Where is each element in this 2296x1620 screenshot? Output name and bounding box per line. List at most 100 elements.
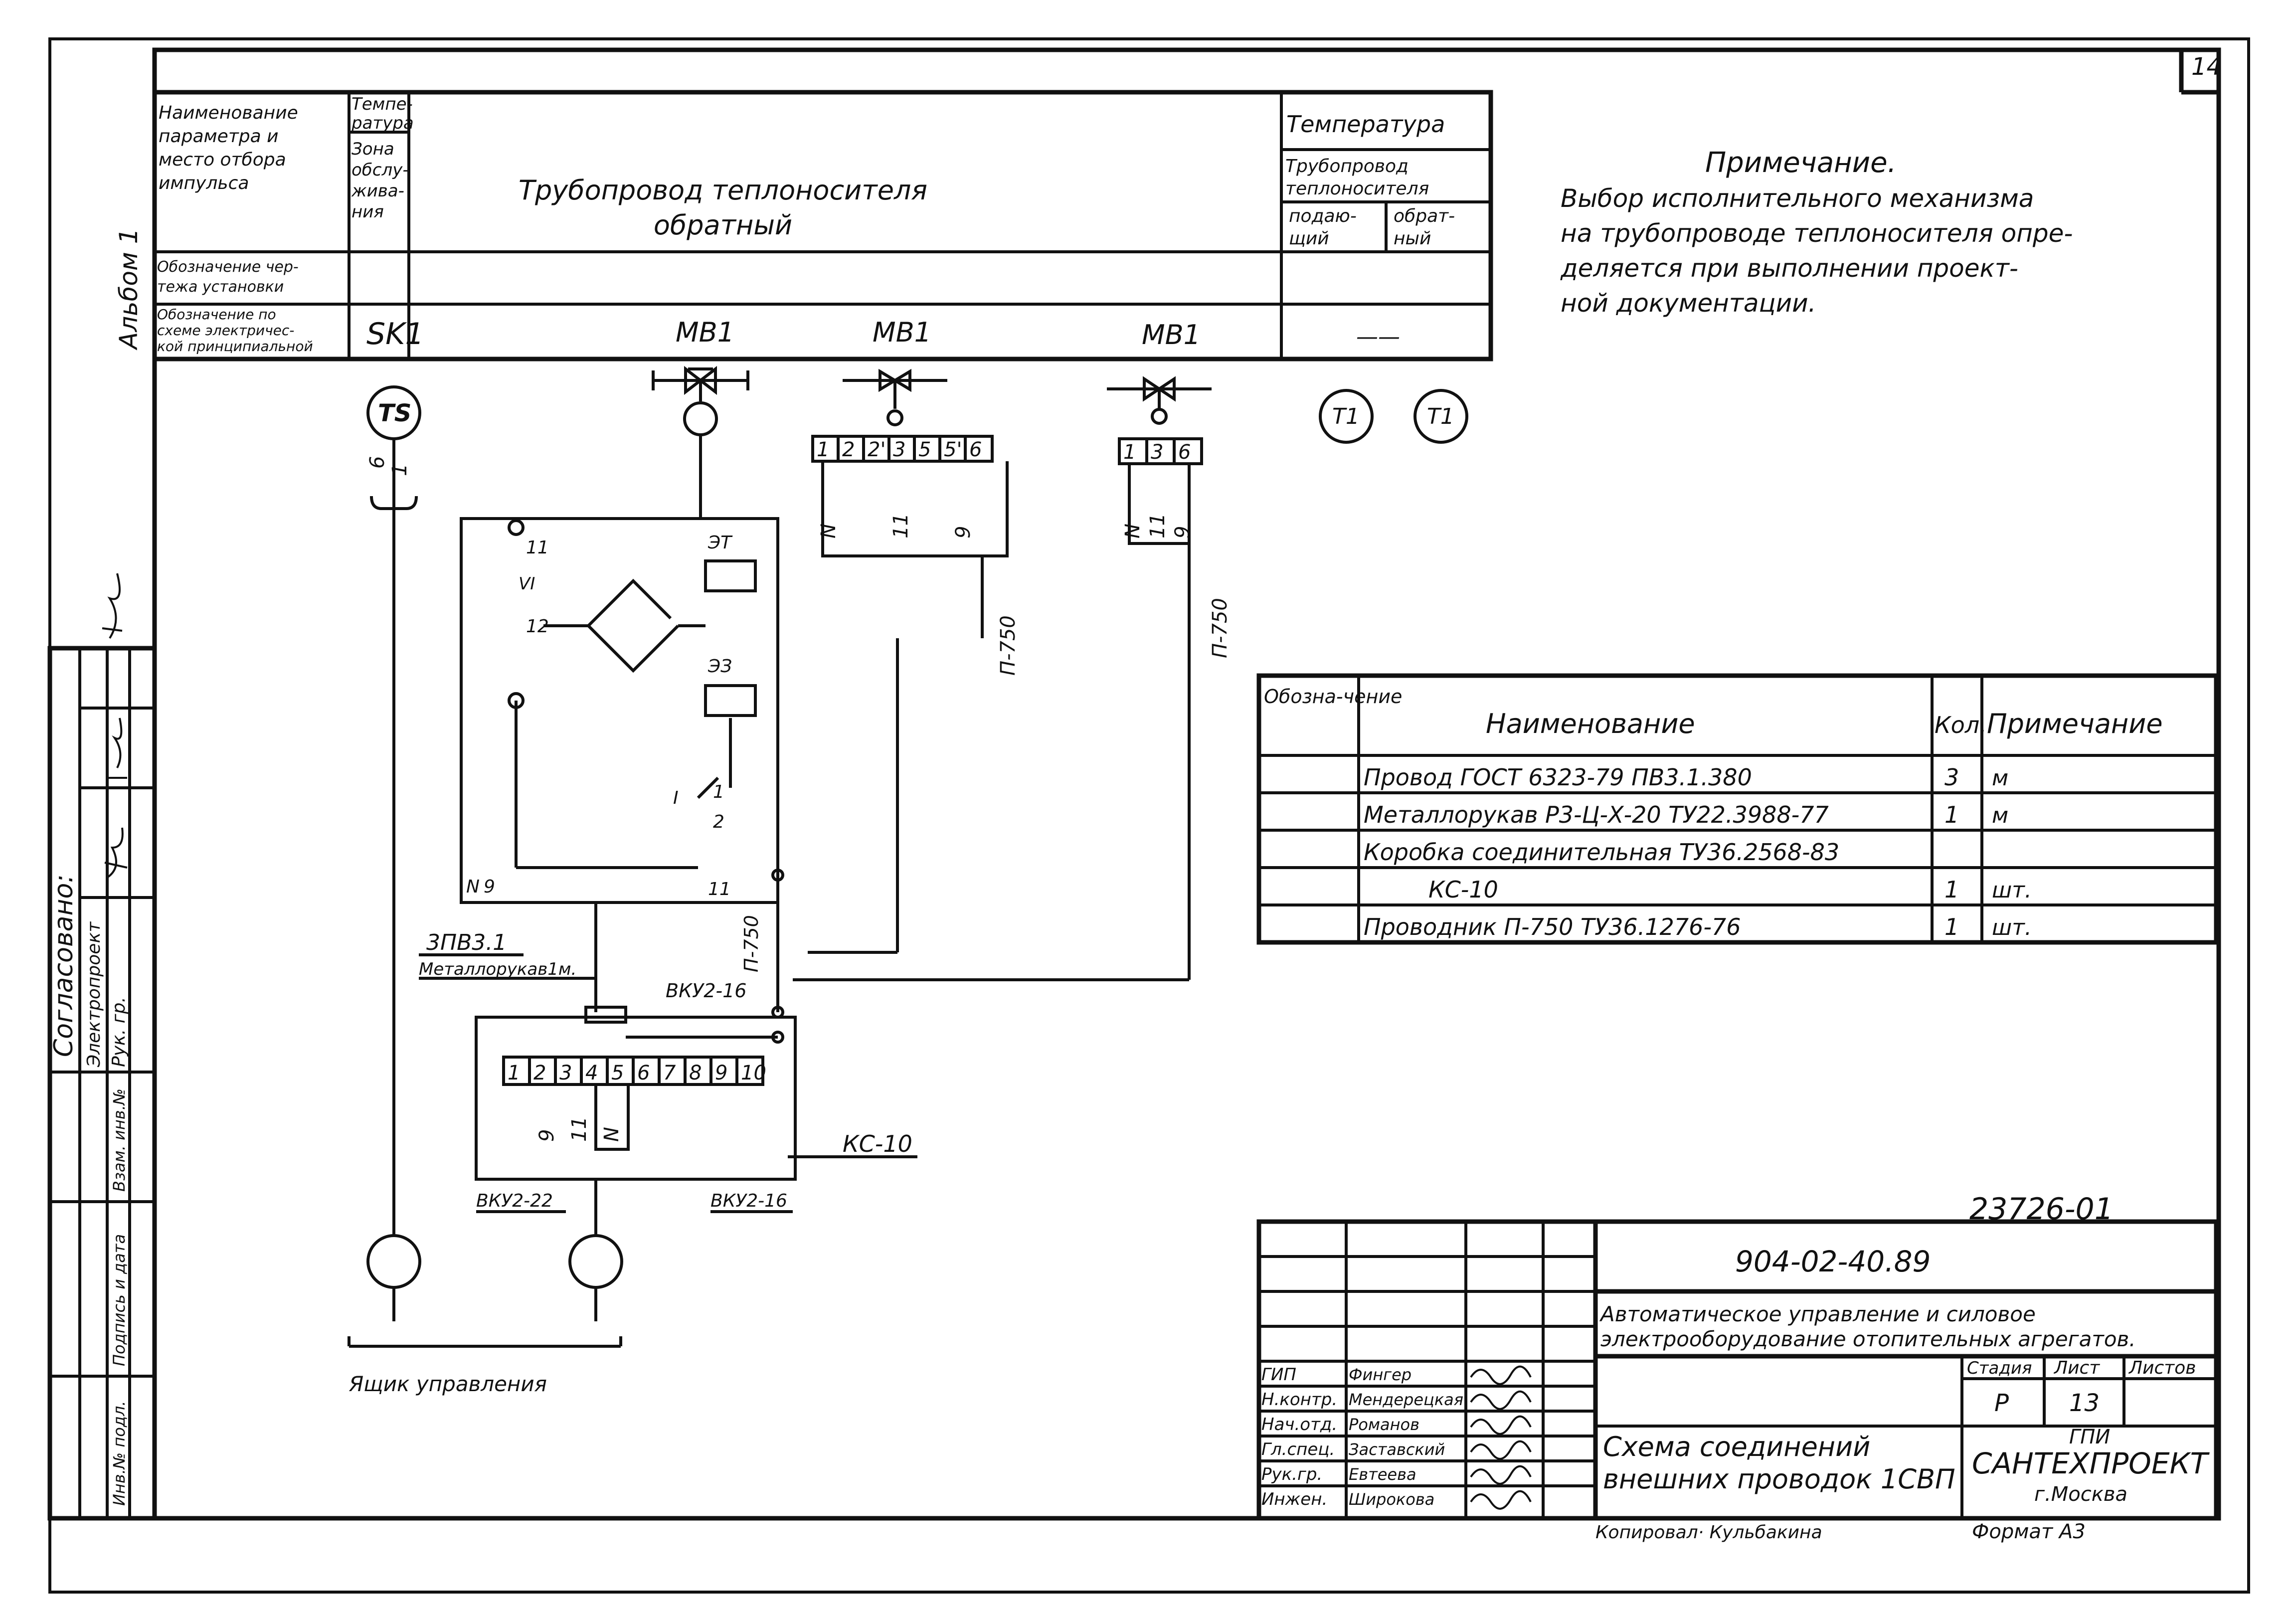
temp-label: ратура — [351, 113, 414, 133]
sheet-value: 13 — [2069, 1389, 2100, 1417]
role-label: Рук.гр. — [1261, 1464, 1322, 1484]
stage-label: Стадия — [1967, 1358, 2032, 1378]
role-name: Романов — [1349, 1415, 1419, 1434]
copied-by: Копировал· Кульбакина — [1595, 1522, 1822, 1543]
gland-label: ВКУ2-16 — [666, 980, 746, 1002]
stage-value: Р — [1994, 1389, 2009, 1417]
gland-label: ВКУ2-16 — [710, 1191, 787, 1211]
contact-label: 12 — [526, 616, 549, 637]
svg-text:Обозначение чер-тежа установки: Обозначение чер-тежа установки — [157, 258, 299, 296]
right-pipe-label: теплоносителя — [1285, 179, 1429, 199]
stamp-replace-label: Взам. инв.№ — [110, 1088, 129, 1192]
instrument-symbol — [366, 1234, 421, 1289]
wire-label: 11 — [889, 513, 912, 539]
page-number: 14 — [2191, 53, 2222, 81]
param-label: импульса — [159, 173, 249, 193]
temp-label: Темпе- — [352, 94, 413, 114]
svg-text:обрат-ный: обрат-ный — [1394, 206, 1455, 249]
param-label: параметра и — [159, 126, 279, 147]
role-name: Широкова — [1349, 1490, 1434, 1509]
wire-label: 9 — [1171, 526, 1194, 539]
drawing-title: Схема соединений — [1603, 1431, 1870, 1462]
signature-mark — [1470, 1440, 1532, 1460]
contact-label: I — [673, 788, 679, 808]
spec-row-name: Металлорукав Р3-Ц-Х-20 ТУ22.3988-77 — [1364, 801, 1829, 828]
spec-row-qty: 1 — [1944, 801, 1959, 828]
signature-mark — [1470, 1465, 1532, 1485]
spec-row-note: шт. — [1992, 915, 2032, 940]
stamp-signature — [102, 573, 123, 639]
spec-row-qty: 3 — [1944, 764, 1959, 791]
spec-header-note: Примечание — [1987, 708, 2163, 739]
t1-label: T1 — [1427, 404, 1454, 429]
role-label: Гл.спец. — [1261, 1440, 1335, 1459]
terminal-number: 9 — [715, 1062, 727, 1084]
stamp-inv-label: Инв.№ подл. — [110, 1401, 129, 1506]
mb1-label: MB1 — [676, 317, 734, 348]
sheets-label: Листов — [2128, 1358, 2196, 1378]
spec-row-qty: 1 — [1944, 913, 1959, 940]
stamp-signature — [107, 718, 127, 779]
terminal-number: 3 — [893, 438, 905, 461]
svg-text:Выбор исполнительного механизм: Выбор исполнительного механизма на трубоп… — [1560, 184, 2073, 318]
supply-label: щий — [1289, 228, 1329, 249]
wire-label: 11 — [708, 879, 731, 900]
mb1-label: MB1 — [873, 317, 931, 348]
terminal-number: 3 — [1151, 441, 1163, 464]
coil-label: ЭТ — [707, 533, 733, 553]
t1-sensor-symbol — [1319, 389, 1374, 444]
terminal-number: 2 — [842, 438, 855, 461]
wire-mark: 1 — [388, 464, 411, 476]
spec-row-name: Проводник П-750 ТУ36.1276-76 — [1364, 913, 1741, 940]
spec-row-name: Провод ГОСТ 6323-79 ПВ3.1.380 — [1364, 764, 1752, 791]
note-line: ной документации. — [1561, 289, 1816, 318]
wire-label: 11 — [568, 1116, 591, 1142]
control-box-label: Ящик управления — [349, 1372, 547, 1396]
note-line: на трубопроводе теплоносителя опре- — [1561, 219, 2073, 248]
note-title: Примечание. — [1705, 147, 1896, 179]
zone-label: Зона — [352, 139, 394, 159]
zone-label: жива- — [351, 181, 404, 201]
spec-header-qty: Кол. — [1935, 712, 1987, 738]
terminal-number: 5 — [918, 438, 931, 461]
conductor-label: П-750 — [740, 915, 762, 972]
conductor-label: П-750 — [1209, 598, 1232, 658]
valve-symbol — [843, 368, 947, 426]
wire-mark: 6 — [366, 456, 389, 469]
stamp-signature — [104, 827, 128, 879]
org-label: ГПИ — [2069, 1426, 2110, 1448]
spec-header-code: Обозна-чение — [1264, 686, 1402, 708]
left-stamp: Согласовано: Электропроект Рук. гр. Инв.… — [47, 573, 157, 1521]
instrument-symbol — [568, 1234, 623, 1289]
zone-label: обслу- — [352, 160, 409, 180]
wiring-diagram: TS 6 1 11 — [348, 365, 1468, 1396]
agreed-label: Согласовано: — [49, 874, 79, 1057]
right-pipe-label: Трубопровод — [1285, 156, 1409, 177]
junction-box — [475, 1016, 797, 1181]
contact-label: 11 — [526, 538, 549, 558]
right-dash: —— — [1356, 324, 1400, 350]
role-label: ГИП — [1261, 1365, 1296, 1385]
terminal-number: 1 — [508, 1062, 520, 1084]
wire-label: N — [600, 1127, 623, 1142]
relay-module: 11 12 VI ЭТ ЭЗ 1 2 I N 9 11 — [460, 517, 784, 1012]
terminal-number: 8 — [689, 1062, 702, 1084]
format-label: Формат А3 — [1972, 1520, 2086, 1543]
valve-symbol — [652, 365, 749, 519]
terminal-number: 7 — [663, 1062, 676, 1084]
wire-label: N — [817, 524, 840, 539]
spec-row-note: м — [1992, 803, 2008, 828]
terminal-strip — [1118, 437, 1203, 465]
spec-row-name: Коробка соединительная ТУ36.2568-83 — [1364, 839, 1839, 866]
coil-label: ЭЗ — [707, 656, 732, 677]
org-label: г.Москва — [2034, 1483, 2127, 1506]
contact-label: VI — [519, 574, 535, 594]
supply-label: подаю- — [1289, 206, 1357, 226]
note-line: Выбор исполнительного механизма — [1561, 184, 2034, 213]
sheet-label: Лист — [2053, 1358, 2100, 1378]
role-name: Мендерецкая — [1349, 1390, 1463, 1409]
contact-label: 1 — [713, 782, 724, 802]
pipeline-subtitle: обратный — [654, 209, 792, 241]
